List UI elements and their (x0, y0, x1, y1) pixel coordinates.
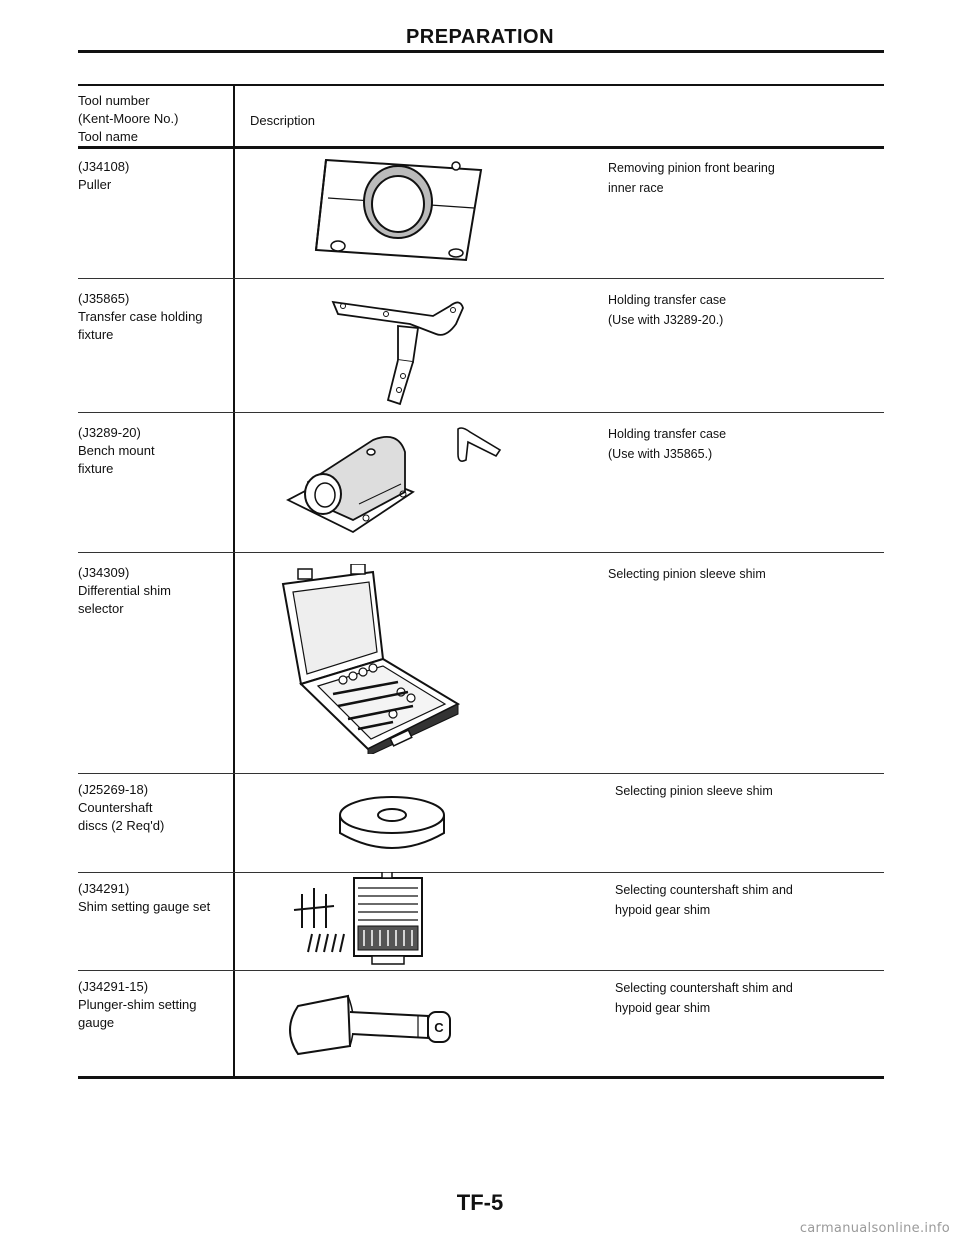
header-kent-moore: (Kent-Moore No.) (78, 111, 179, 126)
tool-cell: (J3289-20) Bench mount fixture (78, 424, 155, 478)
header-tool-number: Tool number (78, 93, 150, 108)
tool-name: Plunger-shim setting (78, 997, 197, 1012)
tool-number: (J35865) (78, 291, 130, 306)
description-line: inner race (608, 181, 664, 195)
description-line: Holding transfer case (608, 427, 727, 441)
bench-mount-icon (286, 436, 415, 534)
description-line: Selecting countershaft shim and (615, 981, 793, 995)
tool-cell: (J34309) Differential shim selector (78, 564, 171, 618)
description-line: hypoid gear shim (615, 1001, 711, 1015)
tool-name: Transfer case holding (78, 309, 203, 324)
tool-name: fixture (78, 327, 114, 342)
description-line: (Use with J35865.) (608, 447, 713, 461)
disc-icon (339, 796, 445, 849)
description-cell: Holding transfer case (Use with J35865.) (608, 424, 726, 464)
table-row: (J3289-20) Bench mount fixture Holding t… (78, 424, 884, 549)
row-separator (78, 773, 884, 774)
plunger-gauge-icon: C (289, 994, 451, 1056)
page-number: TF-5 (456, 1190, 504, 1215)
tool-name: selector (78, 601, 124, 616)
description-line: Selecting countershaft shim and (615, 883, 793, 897)
tool-number: (J34108) (78, 159, 130, 174)
holding-fixture-icon (331, 300, 464, 406)
header-tool-column: Tool number (Kent-Moore No.) Tool name (78, 92, 178, 146)
tool-name: gauge (78, 1015, 115, 1030)
tool-number: (J34291) (78, 881, 130, 896)
header-description: Description (250, 113, 316, 128)
gauge-set-icon (293, 872, 423, 965)
description-cell: Holding transfer case (Use with J3289-20… (608, 290, 726, 330)
table-row: (J34108) Puller Removing pinion front be… (78, 158, 884, 278)
row-separator (78, 278, 884, 279)
page-title: PREPARATION (405, 26, 555, 48)
tool-name: Differential shim (78, 583, 171, 598)
header-bottom-rule (78, 146, 884, 149)
row-separator (78, 552, 884, 553)
tool-cell: (J35865) Transfer case holding fixture (78, 290, 203, 344)
description-cell: Selecting pinion sleeve shim (615, 781, 773, 801)
description-line: (Use with J3289-20.) (608, 313, 724, 327)
tool-name: Bench mount (78, 443, 155, 458)
description-line: Removing pinion front bearing (608, 161, 775, 175)
table-top-rule (78, 84, 884, 86)
svg-text:C: C (434, 1020, 444, 1035)
tool-number: (J3289-20) (78, 425, 141, 440)
tool-name: discs (2 Req'd) (78, 818, 165, 833)
tool-number: (J34291-15) (78, 979, 149, 994)
row-separator (78, 970, 884, 971)
description-line: Holding transfer case (608, 293, 727, 307)
table-row: (J34291) Shim setting gauge set Selectin… (78, 872, 884, 970)
row-separator (78, 872, 884, 873)
shim-selector-case-icon (281, 564, 461, 754)
tool-name: fixture (78, 461, 114, 476)
puller-icon (314, 158, 483, 262)
header-tool-name: Tool name (78, 129, 138, 144)
table-row: (J35865) Transfer case holding fixture H… (78, 290, 884, 410)
tool-name: Puller (78, 177, 112, 192)
watermark: carmanualsonline.info (799, 1221, 950, 1236)
tool-cell: (J34291-15) Plunger-shim setting gauge (78, 978, 197, 1032)
table-row: (J34309) Differential shim selector Sele… (78, 564, 884, 769)
tool-cell: (J34291) Shim setting gauge set (78, 880, 210, 916)
description-cell: Selecting pinion sleeve shim (608, 564, 766, 584)
tool-number: (J25269-18) (78, 782, 149, 797)
table-bottom-rule (78, 1076, 884, 1079)
description-cell: Selecting countershaft shim and hypoid g… (615, 880, 793, 920)
table-row: (J25269-18) Countershaft discs (2 Req'd)… (78, 781, 884, 866)
hex-key-icon (457, 427, 502, 462)
tool-number: (J34309) (78, 565, 130, 580)
title-rule (78, 50, 884, 53)
description-line: Selecting pinion sleeve shim (615, 784, 773, 798)
tool-cell: (J34108) Puller (78, 158, 129, 194)
row-separator (78, 412, 884, 413)
tool-name: Countershaft (78, 800, 153, 815)
description-line: hypoid gear shim (615, 903, 711, 917)
description-cell: Removing pinion front bearing inner race (608, 158, 775, 198)
table-row: (J34291-15) Plunger-shim setting gauge C… (78, 978, 884, 1073)
description-line: Selecting pinion sleeve shim (608, 567, 766, 581)
column-divider (233, 84, 235, 1078)
description-cell: Selecting countershaft shim and hypoid g… (615, 978, 793, 1018)
tool-cell: (J25269-18) Countershaft discs (2 Req'd) (78, 781, 164, 835)
tool-name: Shim setting gauge set (78, 899, 211, 914)
